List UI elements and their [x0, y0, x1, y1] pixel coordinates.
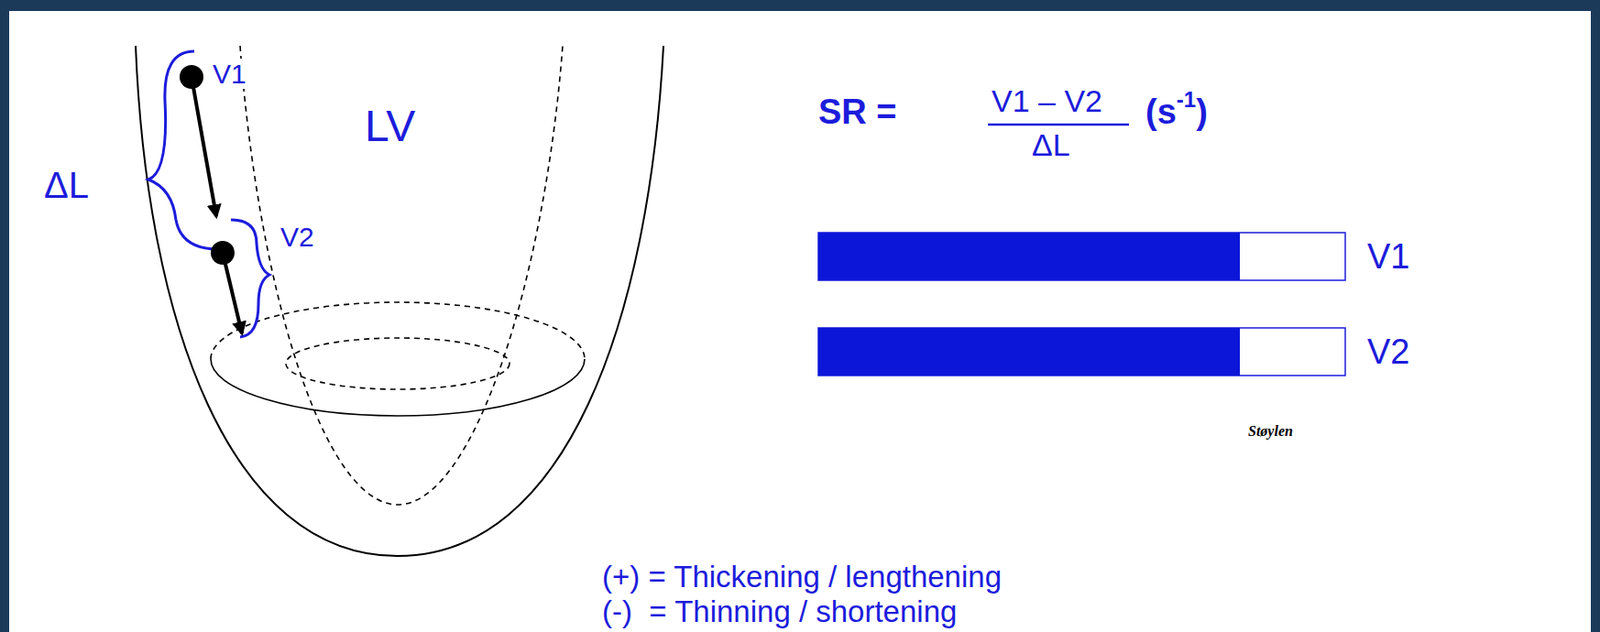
formula-unit: ) [1195, 93, 1208, 132]
velocity-arrow [222, 252, 242, 334]
velocity-bar [818, 232, 1240, 281]
velocity-bar-frame [818, 232, 1346, 281]
velocity-bar-frame [818, 328, 1346, 376]
point-label: V2 [278, 221, 317, 253]
formula-numerator: V1 – V2 [991, 84, 1103, 119]
sign-note: (+) = Thickening / lengthening [602, 560, 1002, 594]
signature: Støylen [1248, 423, 1294, 440]
velocity-bar [818, 328, 1240, 376]
bar-label: V1 [1367, 238, 1410, 277]
sign-note: (-) = Thinning / shortening [602, 595, 957, 629]
fraction-bar [987, 123, 1129, 127]
delta-l-brace [148, 51, 219, 250]
lv-outer-wall [135, 45, 664, 557]
chamber-label: LV [364, 102, 416, 152]
short-axis-front [210, 359, 585, 417]
v2-brace [230, 219, 270, 338]
formula-label: SR = [818, 93, 898, 132]
point-label: V1 [210, 58, 249, 89]
slide-ground [9, 10, 1591, 632]
inner-short-axis [285, 338, 510, 390]
formula-exponent: -1 [1176, 87, 1196, 112]
distance-label: ΔL [43, 164, 89, 206]
velocity-arrow [191, 76, 217, 217]
formula-unit: (s [1145, 93, 1177, 132]
bar-label: V2 [1367, 333, 1410, 373]
formula-denominator: ΔL [1031, 128, 1071, 163]
sample-point [210, 241, 235, 265]
lv-inner-wall [240, 45, 563, 505]
short-axis-back [210, 302, 585, 360]
sample-point [179, 65, 204, 89]
